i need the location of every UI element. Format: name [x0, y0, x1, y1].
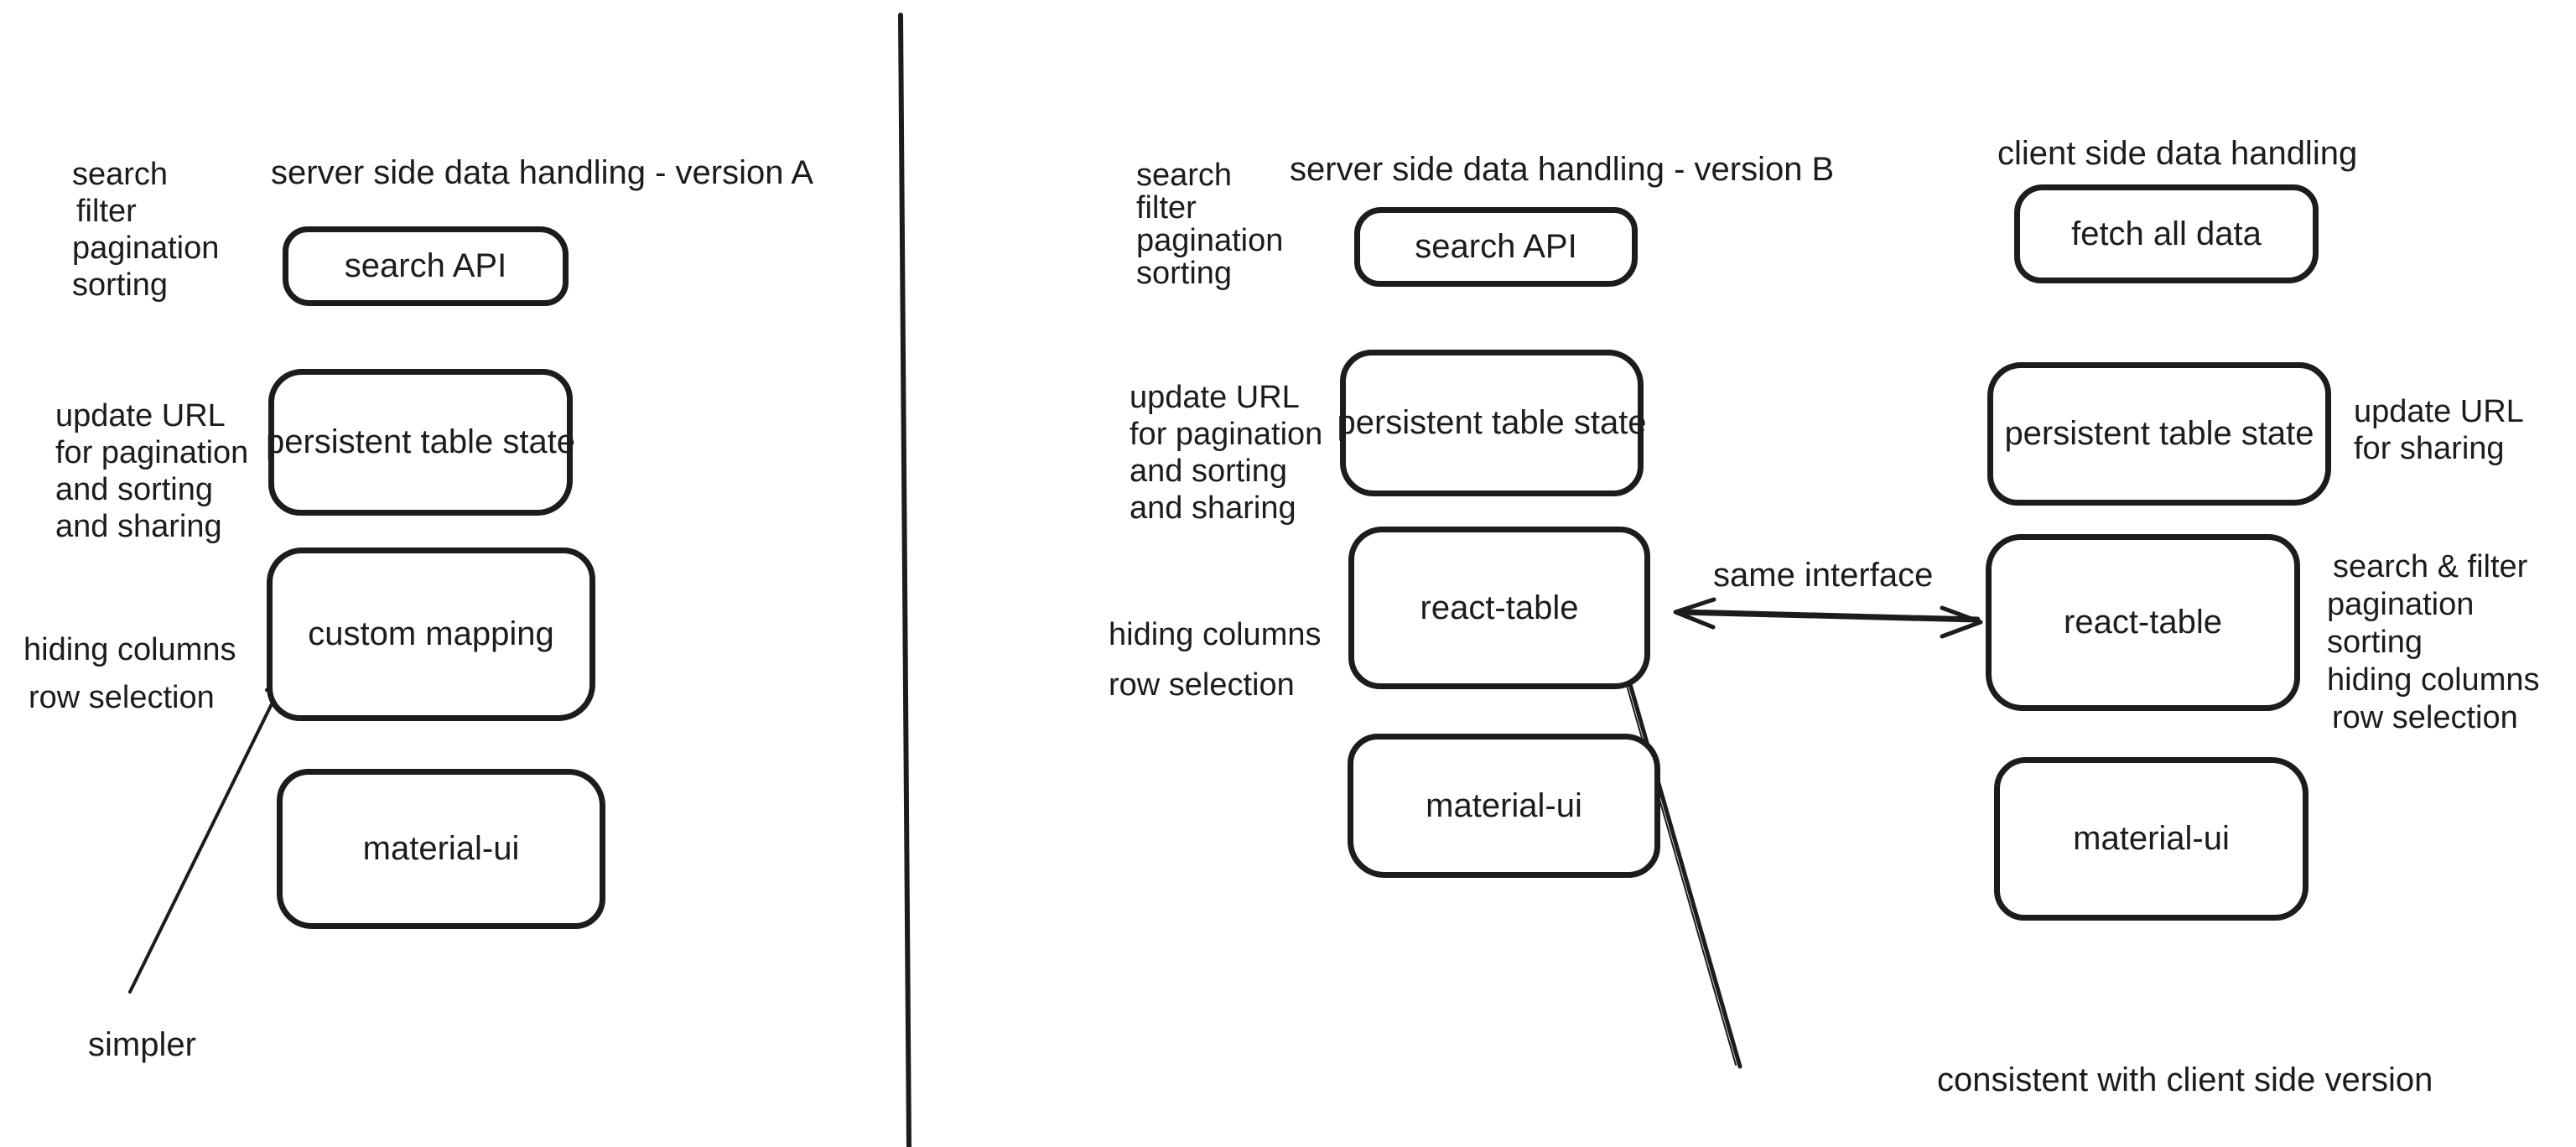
label-line: pagination — [1136, 223, 1284, 258]
box-c-react-table: react-table — [1986, 534, 2300, 711]
label-line: for sharing — [2354, 431, 2505, 466]
label-a-features-mid: update URL for pagination and sorting an… — [55, 397, 248, 545]
title-client-side: client side data handling — [1997, 135, 2358, 172]
label-a-features-top: search filter pagination sorting — [72, 156, 219, 304]
label-c-features-mid: update URL for sharing — [2354, 393, 2524, 467]
label-line: filter — [1136, 190, 1197, 226]
consistent-arrow-shaft — [1612, 626, 1742, 1069]
label-b-features-top: search filter pagination sorting — [1136, 159, 1283, 290]
box-b-persistent-table-state: persistent table state — [1337, 350, 1647, 496]
same-interface-arrow-left-head — [1673, 597, 1716, 630]
same-interface-arrow-shaft-echo — [1701, 614, 1854, 617]
box-c-fetch-all-data: fetch all data — [2014, 184, 2319, 283]
consistent-arrow-shaft-echo — [1609, 626, 1737, 1066]
same-interface-arrow-right-head — [1940, 605, 1983, 639]
label-line: hiding columns — [2327, 662, 2540, 698]
label-line: search — [72, 157, 169, 192]
label-line: sorting — [1136, 256, 1233, 291]
label-line: update URL — [2354, 394, 2524, 429]
simpler-arrow-shaft — [128, 667, 291, 994]
label-line: row selection — [29, 680, 215, 715]
label-line: and sorting — [1130, 454, 1288, 489]
label-b-features-low: hiding columns row selection — [1109, 610, 1321, 710]
box-c-material-ui: material-ui — [1994, 757, 2309, 921]
label-line: update URL — [55, 398, 226, 433]
annotation-consistent: consistent with client side version — [1937, 1061, 2433, 1098]
label-line: sorting — [72, 267, 169, 303]
label-line: search — [1136, 158, 1233, 193]
box-b-search-api: search API — [1354, 207, 1638, 287]
label-line: filter — [76, 194, 137, 229]
label-line: row selection — [2332, 700, 2518, 735]
label-line: for pagination — [55, 435, 249, 470]
label-line: search & filter — [2333, 549, 2528, 584]
box-a-material-ui: material-ui — [277, 769, 605, 929]
box-c-persistent-table-state: persistent table state — [1987, 362, 2331, 506]
title-version-b: server side data handling - version B — [1290, 151, 1835, 188]
label-line: and sharing — [1130, 490, 1296, 526]
label-line: and sharing — [55, 509, 222, 544]
label-c-features-low: search & filter pagination sorting hidin… — [2327, 548, 2539, 737]
label-line: hiding columns — [1109, 617, 1322, 652]
label-line: for pagination — [1130, 417, 1323, 452]
label-line: and sorting — [55, 472, 214, 507]
label-a-features-low: hiding columns row selection — [23, 626, 236, 722]
label-line: row selection — [1109, 667, 1295, 703]
box-a-persistent-table-state: persistent table state — [266, 369, 575, 516]
label-line: pagination — [72, 231, 220, 266]
box-b-material-ui: material-ui — [1348, 734, 1660, 878]
label-line: update URL — [1130, 380, 1300, 415]
label-line: hiding columns — [23, 632, 236, 667]
annotation-simpler: simpler — [88, 1026, 196, 1063]
box-a-search-api: search API — [283, 226, 569, 306]
annotation-same-interface: same interface — [1713, 557, 1934, 594]
label-b-features-mid: update URL for pagination and sorting an… — [1130, 379, 1322, 527]
section-divider-line — [898, 13, 911, 1147]
box-b-react-table: react-table — [1348, 527, 1650, 689]
title-version-a: server side data handling - version A — [271, 154, 814, 191]
label-line: sorting — [2327, 625, 2423, 660]
label-line: pagination — [2327, 587, 2475, 622]
box-a-custom-mapping: custom mapping — [267, 548, 595, 721]
